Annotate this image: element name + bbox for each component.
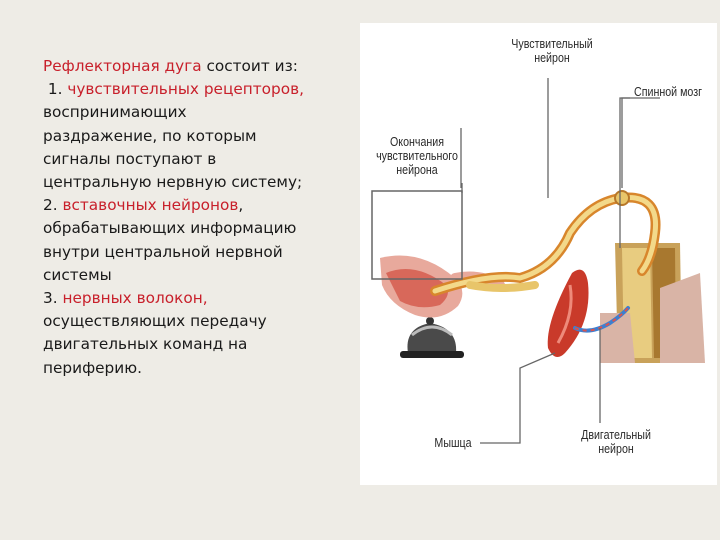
muscle-icon [547, 269, 589, 357]
text-line-12: осуществляющих передачу [43, 312, 267, 331]
term-reflex-arc: Рефлекторная дуга [43, 57, 202, 75]
term-receptors: чувствительных рецепторов, [67, 80, 304, 99]
text-line-6: центральную нервную систему; [43, 173, 303, 192]
reflex-arc-illustration: Чувствительный нейрон Спинной мозг Оконч… [360, 23, 717, 485]
text-line-10: системы [43, 265, 112, 284]
text-line-3: воспринимающих [43, 103, 187, 122]
label-motor-neuron: Двигательный нейрон [581, 427, 651, 456]
text-line-9: внутри центральной нервной [43, 242, 283, 261]
label-leader-lines [460, 78, 660, 444]
kettle-icon [400, 317, 464, 358]
text-line-1: Рефлекторная дуга состоит из: [43, 57, 298, 75]
label-sensory-neuron: Чувствительный нейрон [511, 36, 593, 65]
text-line-2: 1. чувствительных рецепторов, [43, 80, 304, 99]
spinal-cord-icon [600, 243, 705, 363]
endings-callout-box [371, 190, 463, 280]
text-line-8: обрабатывающих информацию [43, 219, 297, 238]
label-muscle: Мышца [434, 435, 472, 450]
term-nerve-fibers: нервных волокон, [62, 289, 208, 308]
reflex-arc-description: Рефлекторная дуга состоит из: 1. чувстви… [43, 55, 348, 380]
reflex-arc-drawing [371, 78, 705, 444]
term-interneurons: вставочных нейронов [62, 196, 239, 215]
text-line-14: периферию. [43, 358, 142, 377]
text-line-13: двигательных команд на [43, 335, 248, 354]
text-line-7: 2. вставочных нейронов, [43, 196, 244, 215]
text-line-11: 3. нервных волокон, [43, 289, 208, 308]
text-line-4: раздражение, по которым [43, 126, 257, 145]
label-spinal-cord: Спинной мозг [634, 84, 702, 99]
label-sensory-endings: Окончания чувствительного нейрона [376, 134, 458, 177]
motor-neuron-fiber [573, 306, 630, 333]
text-line-5: сигналы поступают в [43, 149, 217, 168]
sensory-neuron-fiber [430, 190, 661, 296]
